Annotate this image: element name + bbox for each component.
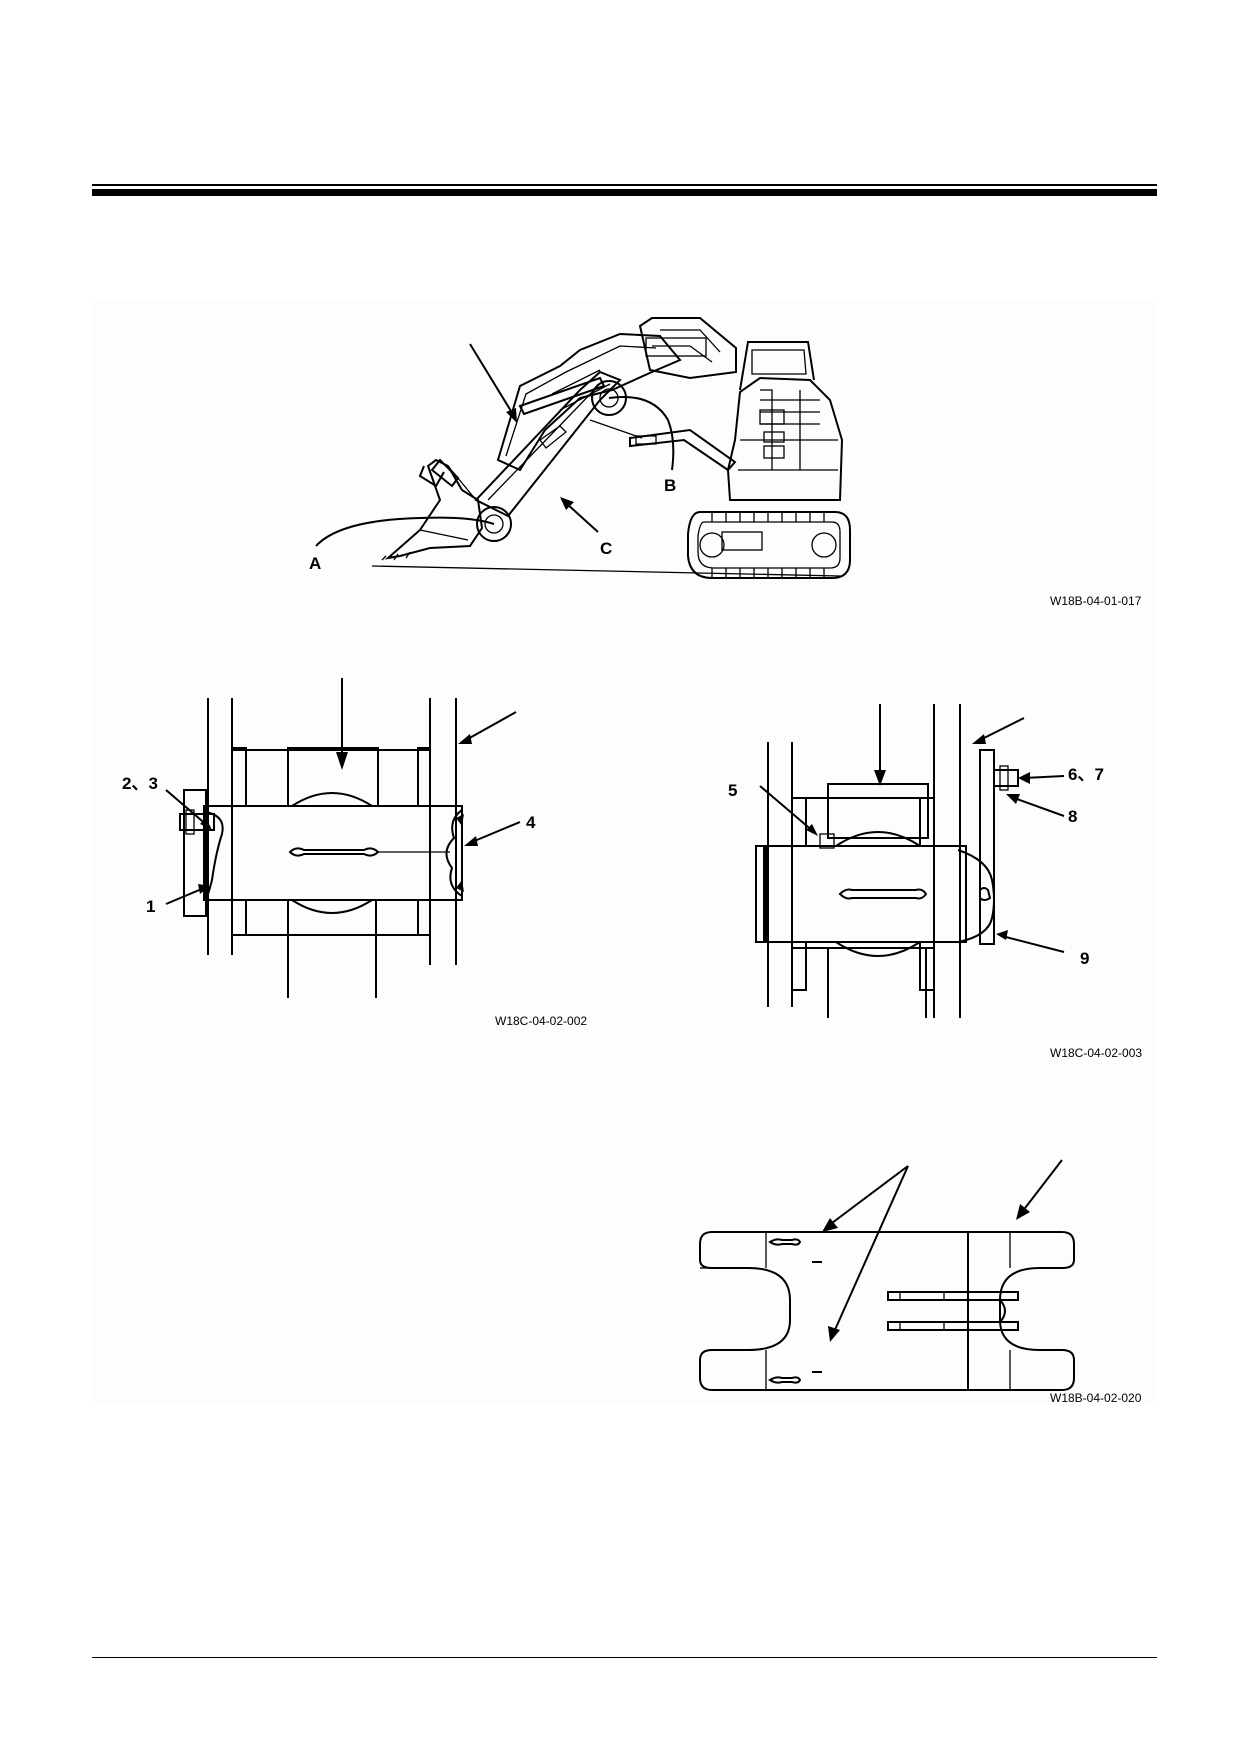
- arm-cylinder: [518, 376, 606, 416]
- figure-pin-section-right: 5 6、7 8 9 W18C-04-02-003: [728, 704, 1142, 1060]
- label-6-7: 6、7: [1068, 765, 1104, 784]
- figure-pin-section-left: 2、3 4 1 W18C-04-02-002: [122, 678, 587, 1028]
- crawler-track: [687, 511, 851, 579]
- header-rule-thick: [92, 189, 1157, 196]
- boom: [496, 332, 682, 472]
- label-c: C: [600, 539, 612, 558]
- label-1: 1: [146, 897, 155, 916]
- label-5: 5: [728, 781, 737, 800]
- caption-fig3: W18C-04-02-003: [1050, 1046, 1142, 1060]
- detail-circle-b: [591, 380, 627, 416]
- caption-fig1: W18B-04-01-017: [1050, 594, 1142, 608]
- callout-a-curve: [315, 516, 495, 547]
- detail-circle-a: [476, 506, 512, 542]
- upper-structure: [638, 317, 844, 501]
- label-9: 9: [1080, 949, 1089, 968]
- caption-fig4: W18B-04-02-020: [1050, 1391, 1142, 1405]
- label-4: 4: [526, 813, 536, 832]
- pin-a-icon: [484, 514, 504, 534]
- footer-rule: [92, 1657, 1157, 1658]
- callout-b-curve: [608, 396, 675, 471]
- label-a: A: [309, 554, 321, 573]
- leader-top: [469, 343, 515, 417]
- header-rule-thin: [92, 184, 1157, 186]
- figure-link-top-view: W18B-04-02-020: [699, 1159, 1142, 1405]
- caption-fig2: W18C-04-02-002: [495, 1014, 587, 1028]
- label-2-3: 2、3: [122, 774, 158, 793]
- figure-excavator: A B C W18B-04-01-017: [309, 317, 1142, 608]
- label-8: 8: [1068, 807, 1077, 826]
- label-b: B: [664, 476, 676, 495]
- arrowhead-c-icon: [560, 497, 574, 510]
- arrowhead-top-icon: [506, 408, 517, 423]
- boom-cylinders: [589, 419, 737, 472]
- bucket: [381, 458, 484, 561]
- arrow-c: [565, 502, 599, 533]
